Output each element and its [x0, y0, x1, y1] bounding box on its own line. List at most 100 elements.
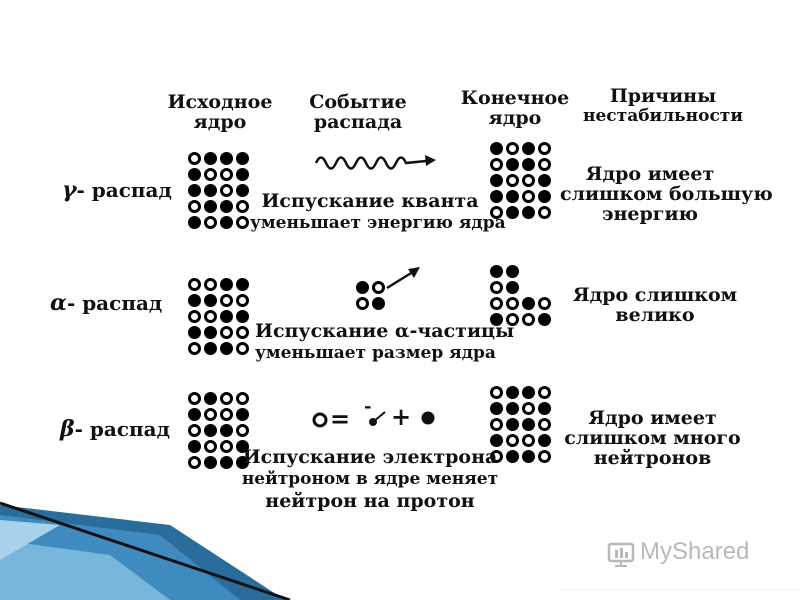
proton-dot: [506, 434, 519, 447]
proton-dot: [220, 326, 233, 339]
beta-cause-text: Ядро имеет слишком много нейтронов: [564, 407, 741, 469]
neutron-dot: [204, 326, 217, 339]
neutron-dot: [522, 386, 535, 399]
proton-dot: [538, 158, 551, 171]
neutron-dot: [538, 174, 551, 187]
neutron-dot: [188, 184, 201, 197]
neutron-dot: [220, 216, 233, 229]
proton-dot: [490, 418, 503, 431]
proton-dot: [236, 326, 249, 339]
neutron-dot: [236, 184, 249, 197]
neutron-dot: [490, 313, 503, 326]
neutron-dot: [204, 424, 217, 437]
neutron-dot: [236, 456, 249, 469]
beta-event-text: Испускание электрона нейтроном в ядре ме…: [241, 446, 499, 512]
neutron-dot: [506, 158, 519, 171]
proton-dot: [490, 450, 503, 463]
neutron-dot: [490, 190, 503, 203]
beta-equation: [312, 411, 435, 428]
neutron-dot: [204, 200, 217, 213]
neutron-dot: [220, 278, 233, 291]
proton-dot: [204, 168, 217, 181]
neutron-dot: [220, 200, 233, 213]
proton-dot: [490, 297, 503, 310]
alpha-event-text: Испускание α-частицы уменьшает размер яд…: [255, 320, 515, 363]
proton-dot: [236, 200, 249, 213]
proton-dot: [236, 294, 249, 307]
proton-dot: [204, 440, 217, 453]
proton-dot: [506, 313, 519, 326]
proton-dot: [204, 408, 217, 421]
neutron-dot: [538, 434, 551, 447]
neutron-dot: [236, 440, 249, 453]
proton-dot: [188, 200, 201, 213]
gamma-event-text: Испускание кванта уменьшает энергию ядра: [250, 190, 506, 233]
neutron-dot: [538, 313, 551, 326]
proton-dot: [188, 152, 201, 165]
proton-dot: [522, 313, 535, 326]
proton-dot: [538, 297, 551, 310]
neutron-dot: [188, 216, 201, 229]
proton-dot: [188, 392, 201, 405]
neutron-dot: [356, 281, 369, 294]
neutron-dot: [522, 158, 535, 171]
proton-dot: [188, 310, 201, 323]
neutron-dot: [490, 434, 503, 447]
neutron-dot: [538, 402, 551, 415]
proton-dot: [236, 216, 249, 229]
neutron-dot: [204, 456, 217, 469]
neutron-dot: [506, 190, 519, 203]
neutron-dot: [220, 456, 233, 469]
neutron-dot: [220, 342, 233, 355]
proton-dot: [204, 278, 217, 291]
proton-dot: [220, 440, 233, 453]
row-label-gamma: γ- распад: [62, 177, 172, 203]
proton-dot: [236, 342, 249, 355]
proton-dot: [522, 434, 535, 447]
neutron-dot: [204, 294, 217, 307]
proton-dot: [490, 158, 503, 171]
neutron-dot: [506, 206, 519, 219]
neutron-dot: [188, 440, 201, 453]
proton-dot: [506, 142, 519, 155]
proton-symbol: [421, 411, 435, 425]
proton-dot: [220, 294, 233, 307]
beta-minus: -: [364, 396, 372, 417]
proton-dot: [538, 206, 551, 219]
neutron-dot: [188, 294, 201, 307]
neutron-dot: [236, 278, 249, 291]
neutron-dot: [188, 326, 201, 339]
proton-dot: [188, 278, 201, 291]
neutron-dot: [204, 342, 217, 355]
beta-equals: =: [330, 404, 351, 433]
proton-dot: [188, 342, 201, 355]
neutron-dot: [522, 418, 535, 431]
myshared-watermark: MyShared: [640, 538, 750, 565]
neutron-dot: [506, 418, 519, 431]
proton-dot: [538, 386, 551, 399]
neutron-dot: [522, 206, 535, 219]
proton-dot: [372, 281, 385, 294]
neutron-dot: [490, 265, 503, 278]
neutron-dot: [490, 174, 503, 187]
neutron-dot: [220, 152, 233, 165]
alpha-emission-arrow: [386, 267, 420, 290]
neutron-dot: [236, 152, 249, 165]
proton-dot: [204, 216, 217, 229]
neutron-dot: [372, 297, 385, 310]
proton-dot: [506, 297, 519, 310]
proton-dot: [236, 392, 249, 405]
neutron-dot: [522, 297, 535, 310]
proton-dot: [220, 392, 233, 405]
neutron-dot: [204, 184, 217, 197]
neutron-dot: [522, 450, 535, 463]
proton-dot: [490, 386, 503, 399]
gamma-wave-arrow: [314, 155, 436, 170]
neutron-dot: [506, 281, 519, 294]
proton-dot: [538, 142, 551, 155]
proton-dot: [506, 174, 519, 187]
